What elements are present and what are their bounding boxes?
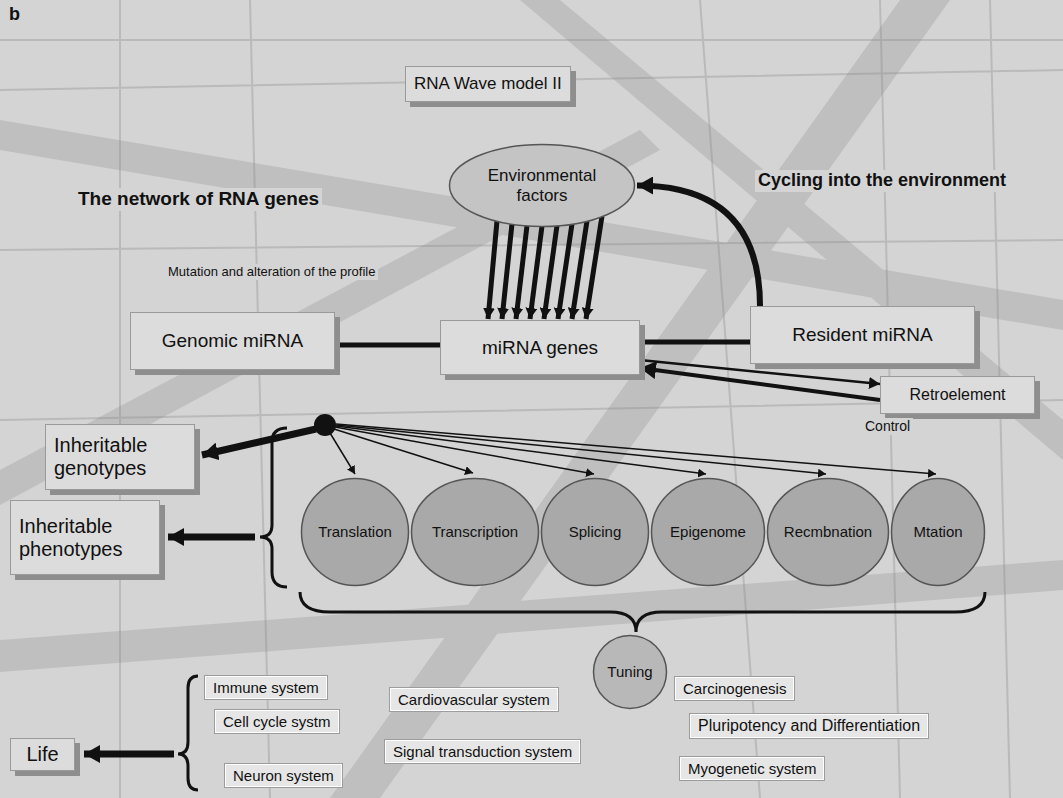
inheritance-box: Inheritable phenotypes	[10, 500, 160, 575]
node-text: Translation	[318, 523, 392, 540]
phenotype-arrow	[168, 534, 255, 541]
process-circle: Transcription	[410, 477, 540, 587]
title-box: RNA Wave model II	[405, 66, 571, 102]
branch-dot	[314, 414, 336, 436]
shape-fill	[542, 479, 649, 586]
mirna-box: Resident miRNA	[750, 306, 975, 364]
node-text: Cardiovascular system	[398, 691, 550, 708]
connector	[640, 368, 880, 400]
node-text: Genomic miRNA	[162, 330, 303, 352]
connector-line	[586, 216, 602, 319]
system-box: Pluripotency and Differentiation	[690, 714, 928, 738]
connector	[488, 216, 602, 319]
node-text: Inheritable phenotypes	[19, 515, 151, 561]
node-text: Environmental factors	[477, 166, 607, 205]
connector-line	[572, 221, 587, 319]
shape-fill	[594, 636, 667, 709]
thin-arrow	[334, 429, 473, 473]
node-text: Splicing	[569, 523, 622, 540]
node-text: Neuron system	[233, 767, 334, 784]
node-text: RNA Wave model II	[414, 74, 562, 94]
connector	[335, 345, 440, 346]
process-circle: Translation	[300, 477, 410, 587]
shape-fill	[892, 479, 985, 586]
node-text: Recmbnation	[784, 523, 872, 540]
connector-line	[502, 224, 512, 319]
thin-arrow	[330, 433, 355, 474]
process-circle: Splicing	[540, 477, 650, 587]
mirna-box: miRNA genes	[440, 320, 640, 375]
node-text: miRNA genes	[482, 337, 598, 359]
connector	[640, 342, 750, 343]
connector-line	[637, 186, 760, 307]
connector-line	[640, 368, 880, 400]
node-text: Resident miRNA	[792, 324, 932, 346]
node-text: Carcinogenesis	[683, 680, 786, 697]
connector-line	[544, 225, 557, 319]
bottom-brace	[300, 592, 985, 632]
node-text: Myogenetic system	[688, 760, 816, 777]
node-text: Immune system	[213, 679, 319, 696]
node-text: Transcription	[432, 523, 518, 540]
node-text: Life	[26, 743, 58, 766]
node-text: Epigenome	[670, 523, 746, 540]
node-text: Pluripotency and Differentiation	[698, 717, 920, 735]
process-circle: Epigenome	[650, 477, 766, 587]
annotation-label: The network of RNA genes	[75, 188, 322, 211]
shape-fill	[768, 479, 889, 586]
connector-line	[530, 226, 542, 319]
node-text: Cell cycle systm	[223, 713, 331, 730]
connector-line	[335, 343, 440, 348]
dot-arrows	[202, 424, 936, 474]
tuning-circle: Tuning	[592, 634, 668, 710]
node-text: Inheritable genotypes	[54, 434, 186, 480]
shape-fill	[652, 479, 765, 586]
genotype-arrow	[202, 429, 316, 455]
mirna-box: Genomic miRNA	[130, 312, 335, 370]
thin-arrow	[336, 424, 936, 474]
shape-fill	[302, 479, 409, 586]
left-brace	[260, 428, 287, 587]
connector-line	[558, 224, 572, 319]
retroelement-box: Retroelement	[880, 376, 1035, 414]
connector-line	[640, 340, 750, 345]
life-box: Life	[10, 738, 75, 771]
life-brace	[178, 676, 198, 790]
thin-arrow	[336, 425, 826, 474]
edge-label: Control	[862, 418, 913, 435]
process-circle: Recmbnation	[766, 477, 890, 587]
system-box: Myogenetic system	[680, 757, 824, 780]
life-arrow	[84, 751, 174, 758]
node-text: Tuning	[607, 663, 652, 680]
system-box: Carcinogenesis	[675, 677, 794, 700]
panel-letter: b	[6, 4, 23, 26]
system-box: Neuron system	[225, 764, 342, 787]
system-box: Cardiovascular system	[390, 688, 558, 711]
system-box: Immune system	[205, 676, 327, 699]
system-box: Cell cycle systm	[215, 710, 339, 733]
inheritance-box: Inheritable genotypes	[45, 424, 195, 490]
edge-label: Cycling into the environment	[755, 170, 1009, 192]
process-circle: Mtation	[890, 477, 986, 587]
node-text: Retroelement	[909, 386, 1005, 404]
node-text: Signal transduction system	[393, 743, 572, 760]
connector-line	[488, 221, 497, 319]
environment-ellipse: Environmental factors	[448, 143, 636, 228]
system-box: Signal transduction system	[385, 740, 580, 763]
connector	[637, 186, 760, 307]
shape-fill	[412, 479, 539, 586]
annotation-label: Mutation and alteration of the profile	[165, 264, 378, 280]
shape-fill	[450, 145, 635, 227]
node-text: Mtation	[913, 523, 962, 540]
connector-line	[516, 225, 527, 319]
